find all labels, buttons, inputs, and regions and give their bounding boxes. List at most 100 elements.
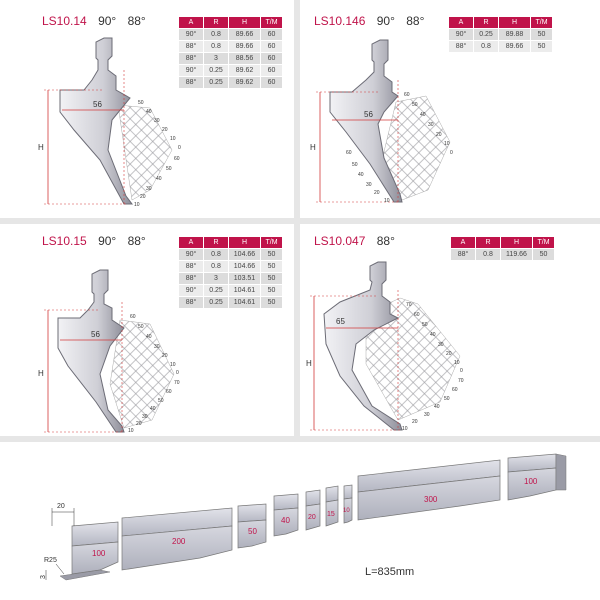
scale-label: 50 bbox=[158, 398, 164, 404]
scale-label: 50 bbox=[352, 162, 358, 168]
cell: 88° bbox=[178, 296, 204, 309]
tool-profile-drawing: 65 H 70 60 50 40 30 20 10 0 70 60 50 40 … bbox=[306, 261, 464, 432]
scale-label: 10 bbox=[444, 141, 450, 147]
tool-title: LS10.14 90° 88° bbox=[42, 14, 146, 28]
cell: 89.66 bbox=[228, 40, 261, 53]
cell: 90° bbox=[178, 28, 204, 41]
height-dim-label: H bbox=[38, 143, 44, 152]
cell: 60 bbox=[260, 76, 283, 89]
cell: 104.66 bbox=[228, 260, 261, 273]
segment-100-left: 100 bbox=[59, 521, 119, 581]
scale-label: 20 bbox=[162, 127, 168, 133]
cell: 90° bbox=[448, 28, 474, 41]
cell: 89.62 bbox=[228, 76, 261, 89]
scale-label: 30 bbox=[428, 122, 434, 128]
scale-label: 10 bbox=[128, 428, 134, 434]
scale-label: 50 bbox=[422, 322, 428, 328]
scale-label: 10 bbox=[134, 202, 140, 208]
segment-label: 100 bbox=[524, 477, 538, 486]
scale-label: 20 bbox=[140, 194, 146, 200]
cell: 88° bbox=[178, 260, 204, 273]
tool-angle: 90° bbox=[376, 14, 395, 28]
scale-label: 30 bbox=[154, 344, 160, 350]
clearance-zone bbox=[365, 297, 461, 421]
sectioned-set-drawing: 100 200 50 40 20 15 10 300 bbox=[40, 453, 567, 581]
scale-label: 0 bbox=[460, 368, 463, 374]
scale-label: 70 bbox=[174, 380, 180, 386]
spec-header-row: A R H T/M bbox=[450, 236, 555, 249]
punch-body bbox=[57, 269, 125, 433]
cell: 0.8 bbox=[203, 248, 229, 261]
scale-labels: 70 60 50 40 30 20 10 0 70 60 50 40 30 20… bbox=[402, 302, 464, 432]
cell: 50 bbox=[532, 248, 555, 261]
dim-20-label: 20 bbox=[57, 503, 65, 510]
tool-title: LS10.047 88° bbox=[314, 234, 395, 248]
scale-label: 50 bbox=[444, 396, 450, 402]
col-header-tm: T/M bbox=[530, 16, 553, 29]
cell: 0.25 bbox=[203, 64, 229, 77]
segment-10: 10 bbox=[343, 484, 353, 524]
dim-3-label: 3 bbox=[40, 575, 47, 579]
scale-labels: 60 50 40 30 20 10 0 60 50 40 30 20 10 bbox=[346, 92, 453, 204]
scale-label: 50 bbox=[166, 166, 172, 172]
segment-label: 100 bbox=[92, 549, 106, 558]
scale-label: 60 bbox=[130, 314, 136, 320]
scale-label: 20 bbox=[446, 351, 452, 357]
col-header-r: R bbox=[203, 236, 229, 249]
tool-profile-drawing: 56 H 50 40 30 20 10 0 60 50 40 30 20 10 bbox=[38, 37, 181, 208]
scale-label: 30 bbox=[154, 118, 160, 124]
scale-label: 10 bbox=[384, 198, 390, 204]
tool-angle: 88° bbox=[376, 234, 395, 248]
radius-leader bbox=[55, 563, 65, 575]
cell: 90° bbox=[178, 248, 204, 261]
scale-label: 50 bbox=[138, 324, 144, 330]
tool-code: LS10.146 bbox=[314, 14, 366, 28]
cell: 0.8 bbox=[203, 28, 229, 41]
panel-divider-horizontal-2 bbox=[0, 436, 600, 442]
scale-label: 60 bbox=[166, 389, 172, 395]
segment-20: 20 bbox=[305, 489, 321, 531]
tool-profile-drawing: 56 H 60 50 40 30 20 10 0 70 60 50 40 30 … bbox=[38, 269, 180, 434]
segment-200: 200 bbox=[121, 507, 233, 571]
spec-header-row: A R H T/M bbox=[178, 16, 283, 29]
width-dim-label: 65 bbox=[336, 317, 345, 326]
scale-label: 60 bbox=[174, 156, 180, 162]
segment-label: 200 bbox=[172, 537, 186, 546]
segment-label: 20 bbox=[308, 514, 316, 521]
col-header-a: A bbox=[450, 236, 476, 249]
segment-50: 50 bbox=[237, 503, 267, 549]
scale-label: 70 bbox=[458, 378, 464, 384]
scale-label: 10 bbox=[170, 362, 176, 368]
cell: 50 bbox=[260, 284, 283, 297]
height-dim-label: H bbox=[306, 359, 312, 368]
scale-label: 10 bbox=[402, 426, 408, 432]
height-dim-label: H bbox=[310, 143, 316, 152]
scale-labels: 60 50 40 30 20 10 0 70 60 50 40 30 20 10 bbox=[128, 314, 180, 434]
tool-code: LS10.14 bbox=[42, 14, 87, 28]
col-header-h: H bbox=[228, 236, 261, 249]
cell: 88° bbox=[178, 40, 204, 53]
scale-label: 40 bbox=[156, 176, 162, 182]
scale-label: 20 bbox=[436, 132, 442, 138]
cell: 0.25 bbox=[203, 76, 229, 89]
cell: 103.51 bbox=[228, 272, 261, 285]
cell: 90° bbox=[178, 284, 204, 297]
tool-profile-drawing: 56 H 60 50 40 30 20 10 0 60 50 40 30 20 … bbox=[310, 39, 453, 204]
punch-body bbox=[329, 39, 403, 203]
scale-label: 40 bbox=[434, 404, 440, 410]
scale-label: 40 bbox=[150, 406, 156, 412]
scale-label: 30 bbox=[424, 412, 430, 418]
scale-label: 60 bbox=[414, 312, 420, 318]
col-header-a: A bbox=[178, 16, 204, 29]
scale-label: 60 bbox=[404, 92, 410, 98]
segment-label: 300 bbox=[424, 495, 438, 504]
